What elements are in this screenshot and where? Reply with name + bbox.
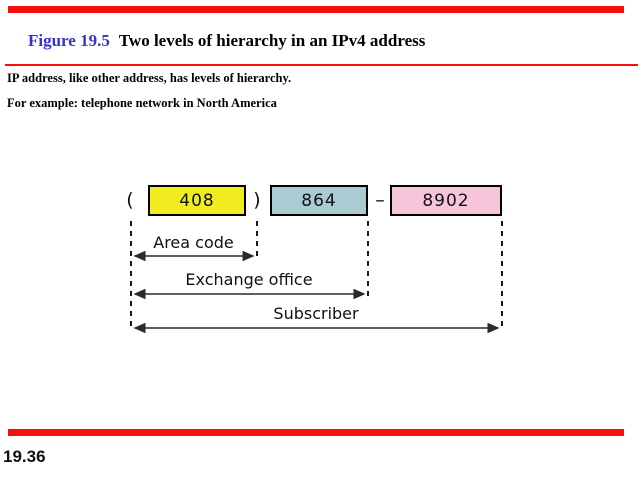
bottom-accent-bar [8,429,624,436]
figure-number: Figure 19.5 [28,31,110,50]
exchange-office-label: Exchange office [185,270,313,289]
figure-caption: Two levels of hierarchy in an IPv4 addre… [118,31,426,50]
area-code-label: Area code [153,233,234,252]
area-code-box: 408 [148,185,246,216]
page-number: 19.36 [3,447,46,466]
top-accent-bar [8,6,624,13]
note-line-1: IP address, like other address, has leve… [7,71,292,85]
figure-title: Figure 19.5 Two levels of hierarchy in an… [28,31,425,51]
hyphen: – [375,189,385,211]
subscriber-label: Subscriber [273,304,359,323]
close-paren: ) [253,189,261,211]
exchange-box: 864 [270,185,368,216]
open-paren: ( [126,189,134,211]
title-separator-line [5,64,638,66]
subscriber-box: 8902 [390,185,502,216]
note-line-2: For example: telephone network in North … [7,96,277,110]
